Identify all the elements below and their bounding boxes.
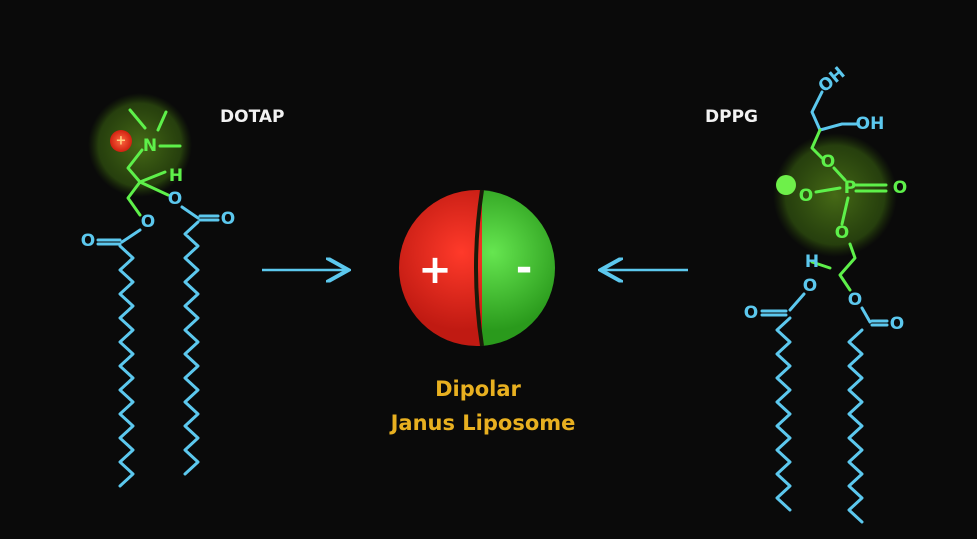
dotap-tail-1 xyxy=(118,244,135,488)
atom-h: H xyxy=(169,166,183,186)
dotap-tail-2 xyxy=(183,220,200,476)
atom-o: O xyxy=(799,186,813,206)
atom-o-carbonyl: O xyxy=(744,303,758,323)
plus-sign: + xyxy=(418,247,452,293)
negative-charge-dot xyxy=(776,175,796,195)
positive-charge-dot xyxy=(110,130,132,152)
janus-liposome: + - Dipolar Janus Liposome xyxy=(389,189,576,435)
dppg-molecule: DPPG OH OH O O P O O H O O O O xyxy=(705,63,907,524)
atom-o-carbonyl: O xyxy=(890,314,904,334)
atom-o-carbonyl: O xyxy=(221,209,235,229)
positive-hemisphere xyxy=(399,190,482,346)
atom-oh: OH xyxy=(856,114,885,134)
atom-o: O xyxy=(835,223,849,243)
atom-o: O xyxy=(803,276,817,296)
atom-o: O xyxy=(848,290,862,310)
dppg-tail-1 xyxy=(775,316,792,512)
headgroup-glow xyxy=(773,133,897,257)
atom-o: O xyxy=(893,178,907,198)
atom-o: O xyxy=(141,212,155,232)
caption-line-2: Janus Liposome xyxy=(389,411,576,435)
dppg-ester-bonds xyxy=(760,292,889,327)
dotap-headgroup-bonds xyxy=(126,108,182,217)
atom-h: H xyxy=(805,252,819,272)
atom-o: O xyxy=(168,189,182,209)
minus-sign: - xyxy=(516,245,533,291)
dppg-tail-2 xyxy=(847,328,864,524)
atom-oh: OH xyxy=(815,63,850,97)
negative-hemisphere xyxy=(482,190,555,346)
phosphate-bonds xyxy=(810,128,888,292)
dotap-molecule: + N H O O O O DOTAP xyxy=(81,93,284,488)
positive-charge-sign: + xyxy=(116,134,127,149)
atom-o: O xyxy=(821,152,835,172)
glycerol-bonds xyxy=(810,90,860,132)
caption-line-1: Dipolar xyxy=(435,377,521,401)
hemisphere-seam xyxy=(474,189,484,347)
dppg-label: DPPG xyxy=(705,107,758,127)
atom-n: N xyxy=(143,136,157,156)
dotap-label: DOTAP xyxy=(220,107,284,127)
dotap-ester-bonds xyxy=(96,205,220,246)
atom-o-carbonyl: O xyxy=(81,231,95,251)
atom-p: P xyxy=(844,178,856,198)
